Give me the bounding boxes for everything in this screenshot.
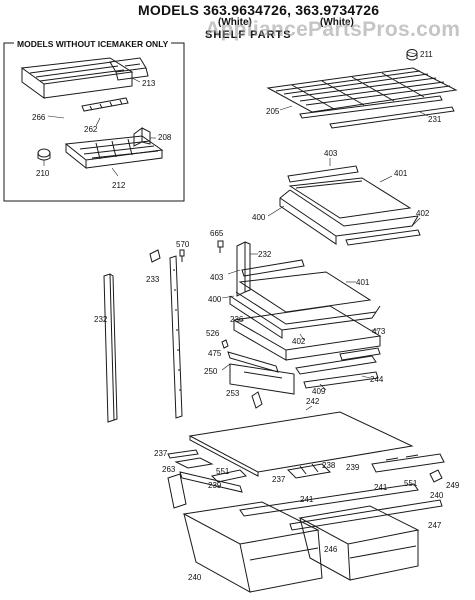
part-231-vertical-rail	[169, 255, 183, 419]
callout-244: 244	[370, 375, 384, 384]
watermark: AppliancePartsPros.com	[205, 18, 461, 41]
part-250-drawer-front	[229, 363, 295, 395]
callout-238: 238	[322, 461, 336, 470]
callout-400-middle: 400	[208, 295, 222, 304]
part-402-473-rail-middle	[339, 347, 381, 361]
part-249-clip	[429, 469, 443, 483]
callout-400-upper: 400	[252, 213, 266, 222]
callout-263: 263	[162, 465, 176, 474]
part-266-shelf	[20, 57, 134, 99]
part-253-hinge	[251, 391, 263, 409]
part-402-strip-upper	[345, 229, 421, 246]
part-236-crisper-cover	[232, 305, 382, 361]
callout-403-upper: 403	[324, 149, 338, 158]
callout-249: 249	[446, 481, 460, 490]
part-401-glass-upper	[288, 177, 412, 219]
callout-266: 266	[32, 113, 46, 122]
callout-253: 253	[226, 389, 240, 398]
part-237-strip-left	[167, 449, 199, 459]
callout-247: 247	[428, 521, 442, 530]
callout-240-drawer: 240	[188, 573, 202, 582]
part-262-rail	[81, 97, 129, 112]
callout-570: 570	[176, 240, 190, 249]
inset-title: MODELS WITHOUT ICEMAKER ONLY	[14, 39, 172, 49]
callout-236: 236	[230, 315, 244, 324]
callout-241-left: 241	[300, 495, 314, 504]
part-231-rails	[299, 95, 455, 129]
callout-242: 242	[306, 397, 320, 406]
color-label-right: (White)	[320, 17, 354, 28]
part-240-crisper-drawer	[182, 501, 323, 593]
callout-239-left: 239	[208, 481, 222, 490]
part-409-244-rails	[295, 355, 379, 389]
part-233-bracket	[149, 249, 161, 263]
part-240-right-rail	[371, 453, 445, 473]
part-403-trim-upper	[287, 165, 359, 183]
leader-lines	[43, 51, 429, 411]
callout-212: 212	[112, 181, 126, 190]
callout-233: 233	[146, 275, 160, 284]
part-211-cap	[406, 49, 418, 61]
callout-246: 246	[324, 545, 338, 554]
callout-409: 409	[312, 387, 326, 396]
callout-240-rail: 240	[430, 491, 444, 500]
callout-262: 262	[84, 125, 98, 134]
callout-473: 473	[372, 327, 386, 336]
part-238-support	[286, 463, 332, 479]
part-210-knob	[37, 148, 51, 161]
callout-402-middle: 402	[292, 337, 306, 346]
callout-208: 208	[158, 133, 172, 142]
part-232-long-rail	[103, 273, 118, 423]
callout-211: 211	[420, 50, 433, 59]
callout-239-right: 239	[346, 463, 360, 472]
callout-232-short: 232	[258, 250, 272, 259]
part-570-screw	[179, 249, 185, 262]
section-title: SHELF PARTS	[205, 29, 292, 41]
callout-403-middle: 403	[210, 273, 224, 282]
callout-402-upper: 402	[416, 209, 430, 218]
part-241-rails	[239, 483, 443, 531]
callout-475: 475	[208, 349, 222, 358]
part-665-screw	[217, 240, 224, 253]
callout-237-mid: 237	[272, 475, 286, 484]
models-title: MODELS 363.9634726, 363.9734726	[138, 2, 380, 18]
callout-231-top: 231	[428, 115, 442, 124]
part-212-tray	[64, 135, 164, 170]
callout-551-left: 551	[216, 467, 230, 476]
part-401-glass-middle	[238, 271, 372, 313]
part-551-239-frame-lower	[179, 469, 248, 493]
part-242-glass-cover	[188, 411, 414, 477]
callout-237-left: 237	[154, 449, 168, 458]
part-213-bracket	[109, 57, 149, 81]
part-403-trim-middle	[241, 259, 305, 277]
callout-232-long: 232	[94, 315, 108, 324]
callout-213: 213	[142, 79, 156, 88]
callout-401-upper: 401	[394, 169, 408, 178]
part-239-end-cap-left	[167, 473, 187, 509]
color-label-left: (White)	[218, 17, 252, 28]
callout-526: 526	[206, 329, 220, 338]
part-205-wire-shelf	[266, 67, 458, 113]
callout-labels: 213 266 262 208 210 212 211 205 231 403 …	[32, 50, 460, 582]
callout-250: 250	[204, 367, 218, 376]
callout-241-right: 241	[374, 483, 388, 492]
part-400-frame-upper	[279, 189, 419, 245]
part-232-vertical-support	[236, 241, 251, 297]
callout-210: 210	[36, 169, 50, 178]
part-263-strip	[174, 457, 214, 469]
callout-551-right: 551	[404, 479, 418, 488]
callout-205: 205	[266, 107, 280, 116]
callout-665: 665	[210, 229, 224, 238]
part-246-crisper-drawer	[298, 505, 420, 581]
callout-401-middle: 401	[356, 278, 370, 287]
